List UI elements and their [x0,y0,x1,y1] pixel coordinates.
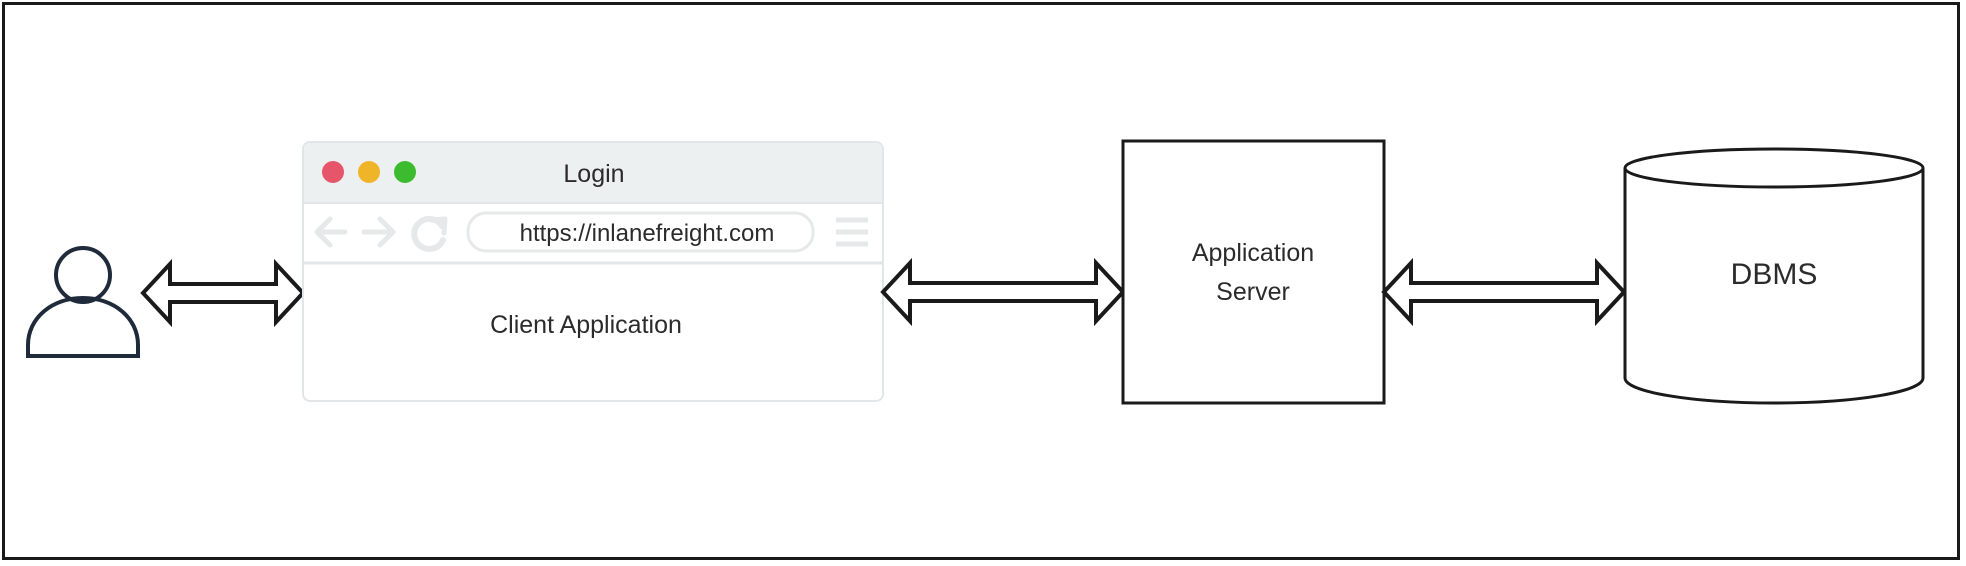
close-dot[interactable] [322,161,344,183]
client-application-label: Client Application [490,311,682,339]
url-bar[interactable] [466,211,815,253]
url-text: https://inlanefreight.com [520,220,775,247]
browser-window: Login https://inlanefreight.com Client A… [302,141,884,402]
server-label-line1: Application [1192,239,1314,267]
double-arrow-icon [1381,257,1627,327]
server-label-line2: Server [1216,278,1290,306]
hamburger-menu-icon[interactable] [836,217,868,247]
browser-title: Login [563,160,624,188]
arrow-left-icon[interactable] [314,216,348,248]
database-cylinder: DBMS [1623,147,1925,405]
double-arrow-icon [140,258,306,328]
user-icon [26,246,140,358]
reload-icon[interactable] [411,215,448,252]
arrow-right-icon[interactable] [361,216,396,248]
application-server: Application Server [1121,139,1386,405]
maximize-dot[interactable] [394,161,416,183]
minimize-dot[interactable] [358,161,380,183]
dbms-label: DBMS [1731,258,1818,291]
double-arrow-icon [880,257,1126,327]
